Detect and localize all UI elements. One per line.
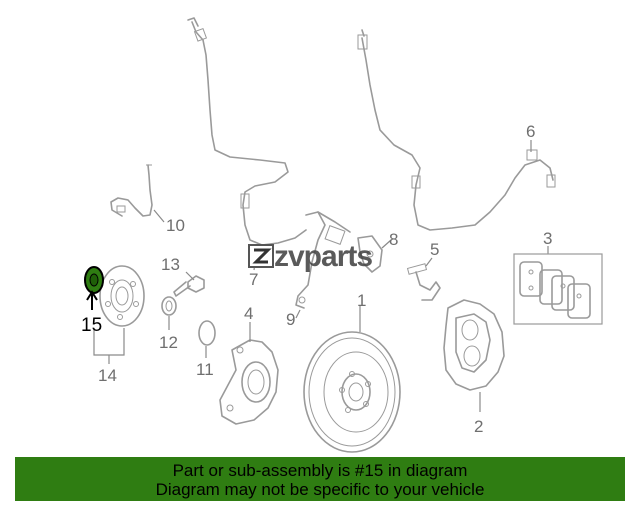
part-14-hub-assembly bbox=[93, 265, 145, 364]
part-2-caliper bbox=[443, 299, 505, 412]
callout-8: 8 bbox=[389, 230, 398, 249]
part-4-knuckle bbox=[219, 322, 279, 425]
part-6-abs-cable-right bbox=[357, 29, 556, 231]
part-8-bracket bbox=[357, 235, 392, 273]
callout-2: 2 bbox=[474, 417, 483, 436]
callout-9: 9 bbox=[286, 310, 295, 329]
part-5-wear-sensor bbox=[406, 257, 441, 301]
part-10-sensor-wire bbox=[110, 164, 165, 223]
notice-banner: Part or sub-assembly is #15 in diagram D… bbox=[15, 457, 625, 501]
part-9-sensor-bracket bbox=[295, 211, 351, 319]
part-3-brake-pads bbox=[513, 246, 603, 325]
callout-15-highlighted: 15 bbox=[81, 315, 102, 336]
callout-14: 14 bbox=[98, 366, 117, 385]
brake-assembly-diagram: zvparts 1 2 3 4 5 6 7 8 9 10 11 12 13 14… bbox=[81, 17, 603, 453]
part-7-abs-cable-left bbox=[187, 17, 307, 271]
callout-10: 10 bbox=[166, 216, 185, 235]
banner-line-part: Part or sub-assembly is #15 in diagram bbox=[172, 461, 468, 480]
part-12-cap bbox=[161, 296, 177, 330]
watermark: zvparts bbox=[248, 240, 373, 273]
part-15-highlighted-cap bbox=[84, 266, 104, 310]
callout-3: 3 bbox=[543, 229, 552, 248]
callout-12: 12 bbox=[159, 333, 178, 352]
callout-5: 5 bbox=[430, 240, 439, 259]
part-13-bolt bbox=[173, 271, 205, 297]
callout-6: 6 bbox=[526, 122, 535, 141]
callout-13: 13 bbox=[161, 255, 180, 274]
callout-4: 4 bbox=[244, 304, 253, 323]
callout-1: 1 bbox=[357, 291, 366, 310]
part-1-rotor bbox=[303, 306, 401, 453]
banner-line-disclaimer: Diagram may not be specific to your vehi… bbox=[155, 480, 485, 499]
watermark-text: zvparts bbox=[274, 240, 372, 273]
part-11-ring bbox=[198, 320, 216, 358]
callout-11: 11 bbox=[196, 360, 214, 379]
callout-7: 7 bbox=[249, 270, 258, 289]
